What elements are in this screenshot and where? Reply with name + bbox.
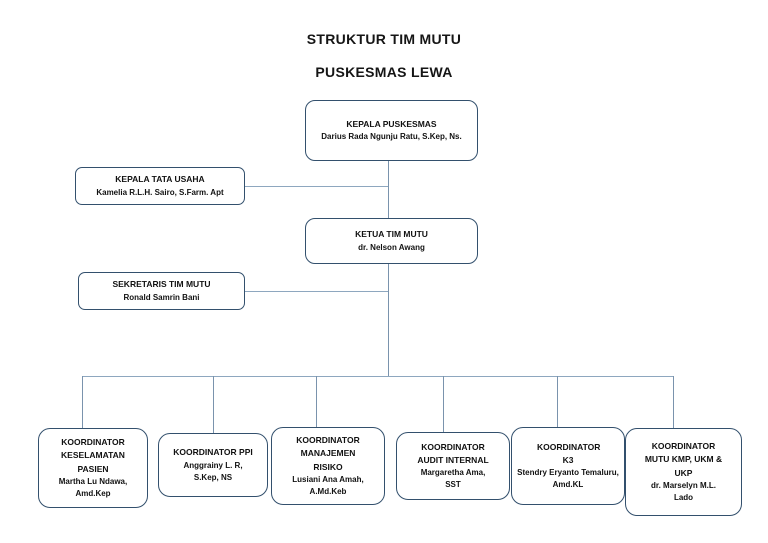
person-name: Ronald Samrin Bani [123,292,200,302]
role-label: KOORDINATOR AUDIT INTERNAL [417,441,489,465]
connector-sekretaris [245,291,388,292]
connector-drop-mutu-kmp [673,376,674,428]
connector-drop-audit-internal [443,376,444,432]
node-sekretaris-tim-mutu: SEKRETARIS TIM MUTU Ronald Samrin Bani [78,272,245,310]
connector-drop-manajemen-risiko [316,376,317,427]
role-label: KETUA TIM MUTU [355,229,428,240]
person-name: Margaretha Ama, SST [420,468,486,490]
connector-drop-ppi [213,376,214,433]
person-name: dr. Marselyn M.L. Lado [651,480,716,502]
person-name: Kamelia R.L.H. Sairo, S.Farm. Apt [96,187,224,197]
connector-kepala-to-ketua [388,161,389,218]
node-koordinator-audit-internal: KOORDINATOR AUDIT INTERNAL Margaretha Am… [396,432,510,500]
person-name: Lusiani Ana Amah, A.Md.Keb [292,474,364,496]
role-label: KOORDINATOR MANAJEMEN RISIKO [296,435,360,472]
node-koordinator-keselamatan-pasien: KOORDINATOR KESELAMATAN PASIEN Martha Lu… [38,428,148,508]
person-name: Anggrainy L. R, S.Kep, NS [183,460,243,482]
node-kepala-puskesmas: KEPALA PUSKESMAS Darius Rada Ngunju Ratu… [305,100,478,161]
role-label: KOORDINATOR KESELAMATAN PASIEN [61,437,125,474]
person-name: Darius Rada Ngunju Ratu, S.Kep, Ns. [321,132,462,142]
role-label: KOORDINATOR K3 [537,441,601,465]
role-label: KEPALA PUSKESMAS [346,118,437,129]
node-koordinator-k3: KOORDINATOR K3 Stendry Eryanto Temaluru,… [511,427,625,505]
connector-drop-k3 [557,376,558,427]
connector-ketua-to-distribution [388,264,389,376]
node-kepala-tata-usaha: KEPALA TATA USAHA Kamelia R.L.H. Sairo, … [75,167,245,205]
node-ketua-tim-mutu: KETUA TIM MUTU dr. Nelson Awang [305,218,478,264]
connector-tata-usaha [245,186,388,187]
node-koordinator-ppi: KOORDINATOR PPI Anggrainy L. R, S.Kep, N… [158,433,268,497]
page-title-line1: STRUKTUR TIM MUTU [306,31,462,47]
node-koordinator-manajemen-risiko: KOORDINATOR MANAJEMEN RISIKO Lusiani Ana… [271,427,385,505]
connector-distribution-line [82,376,673,377]
person-name: dr. Nelson Awang [358,242,425,252]
role-label: KOORDINATOR PPI [173,447,253,458]
person-name: Martha Lu Ndawa, Amd.Kep [58,476,128,498]
page-title-line2: PUSKESMAS LEWA [315,64,453,80]
role-label: KEPALA TATA USAHA [115,174,205,185]
person-name: Stendry Eryanto Temaluru, Amd.KL [517,468,619,490]
role-label: SEKRETARIS TIM MUTU [112,279,211,290]
role-label: KOORDINATOR MUTU KMP, UKM & UKP [644,441,723,478]
node-koordinator-mutu-kmp-ukm-ukp: KOORDINATOR MUTU KMP, UKM & UKP dr. Mars… [625,428,742,516]
connector-drop-keselamatan-pasien [82,376,83,428]
